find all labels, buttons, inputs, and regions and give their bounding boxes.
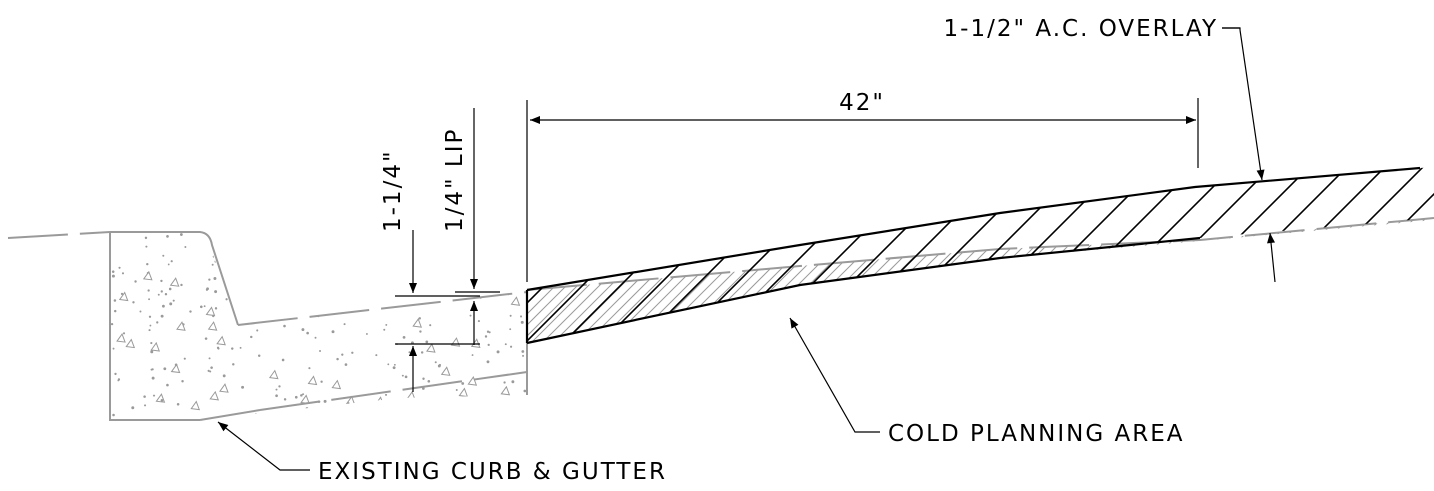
curb-gutter-label: EXISTING CURB & GUTTER [318,459,667,485]
cold-planning-label: COLD PLANNING AREA [888,421,1184,447]
existing-ground-line [7,231,111,239]
thickness-arrow [1267,232,1276,283]
overlay-label: 1-1/2" A.C. OVERLAY [944,16,1218,42]
curb-leader [217,421,310,471]
curb-outline [109,232,261,421]
overlay-bottom-surface [526,236,1201,345]
curb-bottom [259,371,528,411]
gutter-surface [237,291,528,326]
depth-label: 1-1/4" [380,149,406,232]
curb-top [110,231,239,326]
width-label: 42" [839,90,885,116]
concrete-hatch [110,232,527,419]
overlay-leader [1222,27,1262,180]
lip-label: 1/4" LIP [442,128,468,232]
cold-planning-leader [789,317,880,433]
overlay-hatch [527,167,1434,343]
